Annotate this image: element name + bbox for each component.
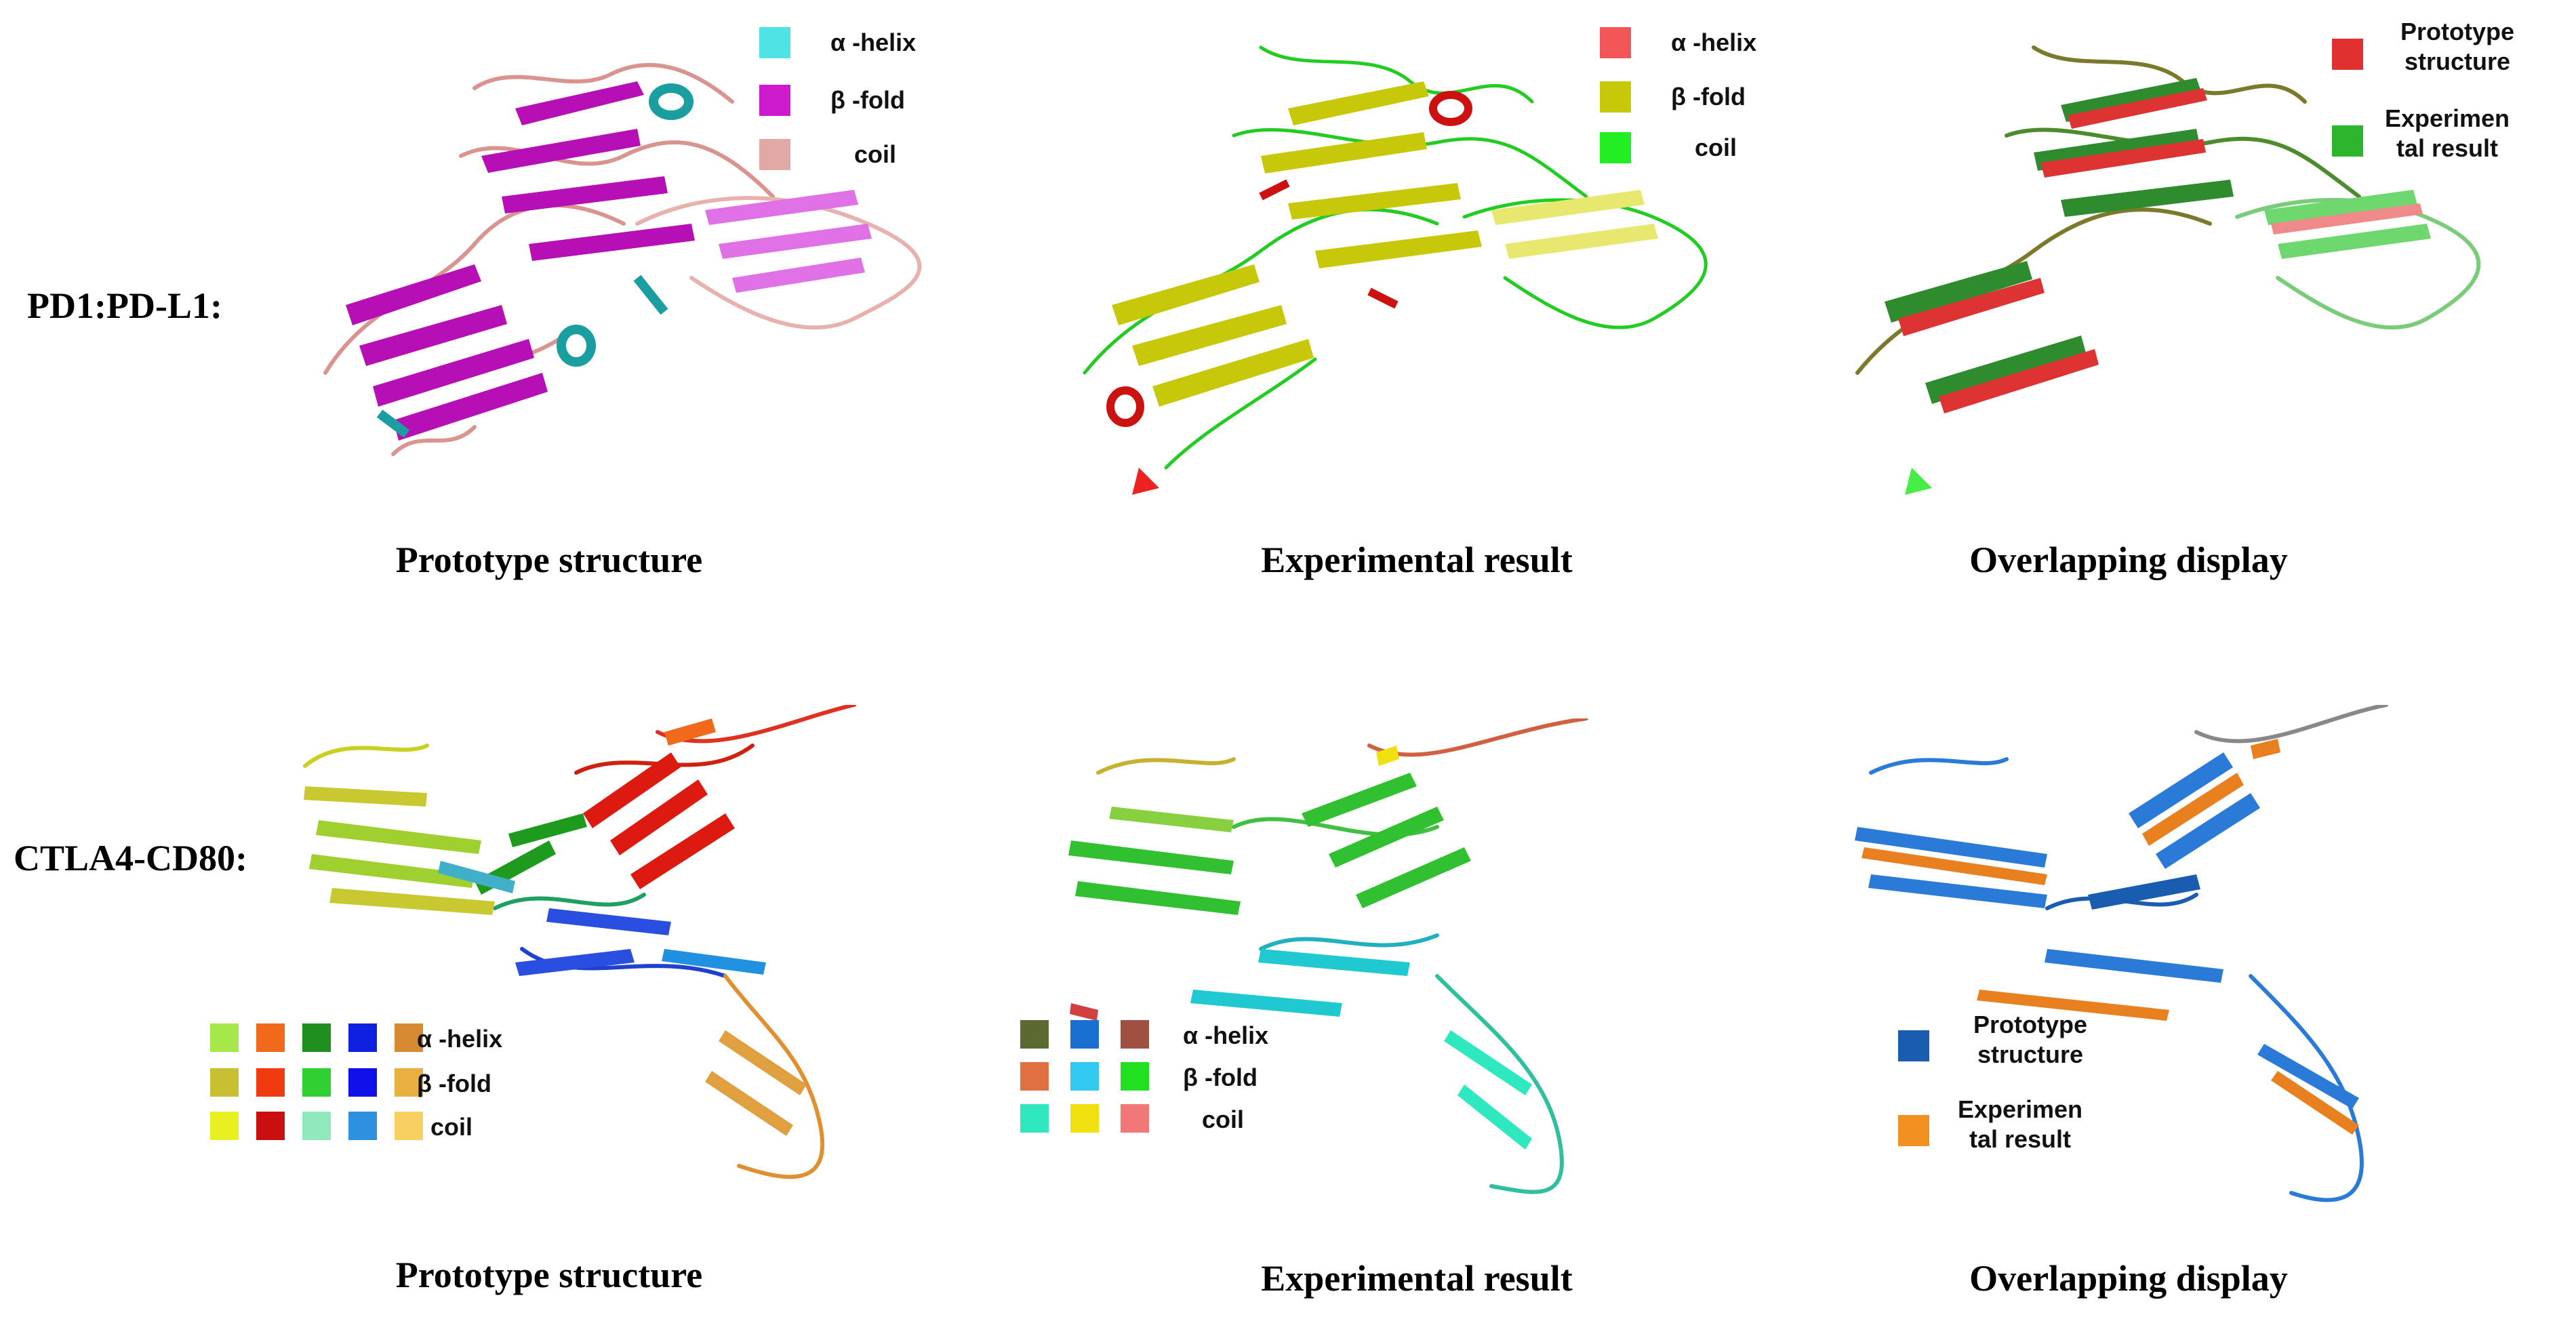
legend-swatch — [395, 1023, 423, 1052]
legend-pd1-experimental: α -helix β -fold coil — [1600, 27, 1803, 183]
legend-label: β -fold — [1671, 83, 1746, 110]
legend-swatch — [1070, 1104, 1099, 1133]
legend-swatch — [2332, 125, 2363, 157]
legend-ctla4-experimental: α -helix β -fold coil — [1020, 1020, 1305, 1156]
legend-swatch — [1121, 1104, 1149, 1133]
legend-label: β -fold — [1183, 1063, 1257, 1091]
structure-image-ctla4-prototype — [291, 705, 935, 1220]
legend-swatch — [210, 1112, 239, 1140]
structure-image-ctla4-experimental — [1058, 718, 1668, 1234]
legend-swatch — [348, 1023, 377, 1052]
legend-swatch — [759, 85, 790, 116]
legend-label: coil — [1695, 134, 1737, 161]
legend-label: α -helix — [1671, 28, 1757, 56]
legend-label: α -helix — [1183, 1021, 1269, 1049]
row-label-pd1: PD1:PD-L1: — [27, 285, 222, 326]
legend-swatch — [1020, 1104, 1049, 1133]
structure-image-pd1-experimental — [1058, 20, 1708, 508]
legend-swatch — [395, 1112, 423, 1140]
caption-ctla4-experimental: Experimental result — [1261, 1258, 1573, 1299]
legend-swatch — [302, 1068, 331, 1097]
caption-ctla4-overlap: Overlapping display — [1969, 1258, 2288, 1299]
legend-label: Prototype structure — [1973, 1011, 2087, 1068]
legend-swatch — [395, 1068, 423, 1097]
legend-label: β -fold — [830, 86, 905, 114]
legend-swatch — [1898, 1030, 1929, 1061]
legend-swatch — [256, 1023, 285, 1052]
legend-swatch — [1020, 1020, 1049, 1049]
legend-swatch — [210, 1023, 239, 1052]
legend-swatch — [302, 1112, 331, 1140]
legend-label: α -helix — [417, 1025, 503, 1053]
structure-image-ctla4-overlap — [1844, 705, 2495, 1234]
legend-swatch — [1020, 1062, 1049, 1091]
structure-image-pd1-overlap — [1830, 20, 2508, 508]
caption-pd1-overlap: Overlapping display — [1969, 540, 2288, 580]
legend-label: α -helix — [830, 28, 917, 56]
caption-pd1-prototype: Prototype structure — [395, 540, 703, 580]
legend-swatch — [1600, 132, 1631, 163]
legend-swatch — [1070, 1020, 1099, 1049]
legend-label: Prototype structure — [2400, 18, 2514, 75]
row-label-ctla4: CTLA4-CD80: — [14, 838, 247, 878]
legend-swatch — [348, 1112, 377, 1140]
legend-swatch — [1600, 27, 1631, 58]
legend-swatch — [256, 1112, 285, 1140]
legend-ctla4-overlap: Prototype structure Experimen tal result — [1898, 1010, 2169, 1173]
legend-label: Experimen tal result — [1957, 1095, 2083, 1153]
legend-ctla4-prototype: α -helix β -fold coil — [210, 1023, 563, 1159]
legend-label: β -fold — [417, 1070, 491, 1097]
legend-swatch — [1121, 1062, 1149, 1091]
legend-label: coil — [430, 1113, 473, 1141]
legend-swatch — [1121, 1020, 1149, 1049]
legend-pd1-overlap: Prototype structure Experimen tal result — [2332, 17, 2562, 180]
legend-swatch — [759, 27, 790, 58]
legend-swatch — [1898, 1115, 1929, 1146]
legend-label: coil — [854, 140, 897, 168]
legend-swatch — [302, 1023, 331, 1052]
caption-ctla4-prototype: Prototype structure — [395, 1255, 703, 1295]
legend-swatch — [210, 1068, 239, 1097]
caption-pd1-experimental: Experimental result — [1261, 540, 1573, 580]
legend-swatch — [256, 1068, 285, 1097]
legend-swatch — [1600, 81, 1631, 113]
legend-label: Experimen tal result — [2384, 104, 2510, 162]
legend-label: coil — [1202, 1105, 1245, 1133]
legend-swatch — [348, 1068, 377, 1097]
legend-pd1-prototype: α -helix β -fold coil — [759, 27, 963, 183]
legend-swatch — [759, 139, 790, 170]
legend-swatch — [1070, 1062, 1099, 1091]
structure-image-pd1-prototype — [258, 20, 935, 508]
legend-swatch — [2332, 39, 2363, 70]
